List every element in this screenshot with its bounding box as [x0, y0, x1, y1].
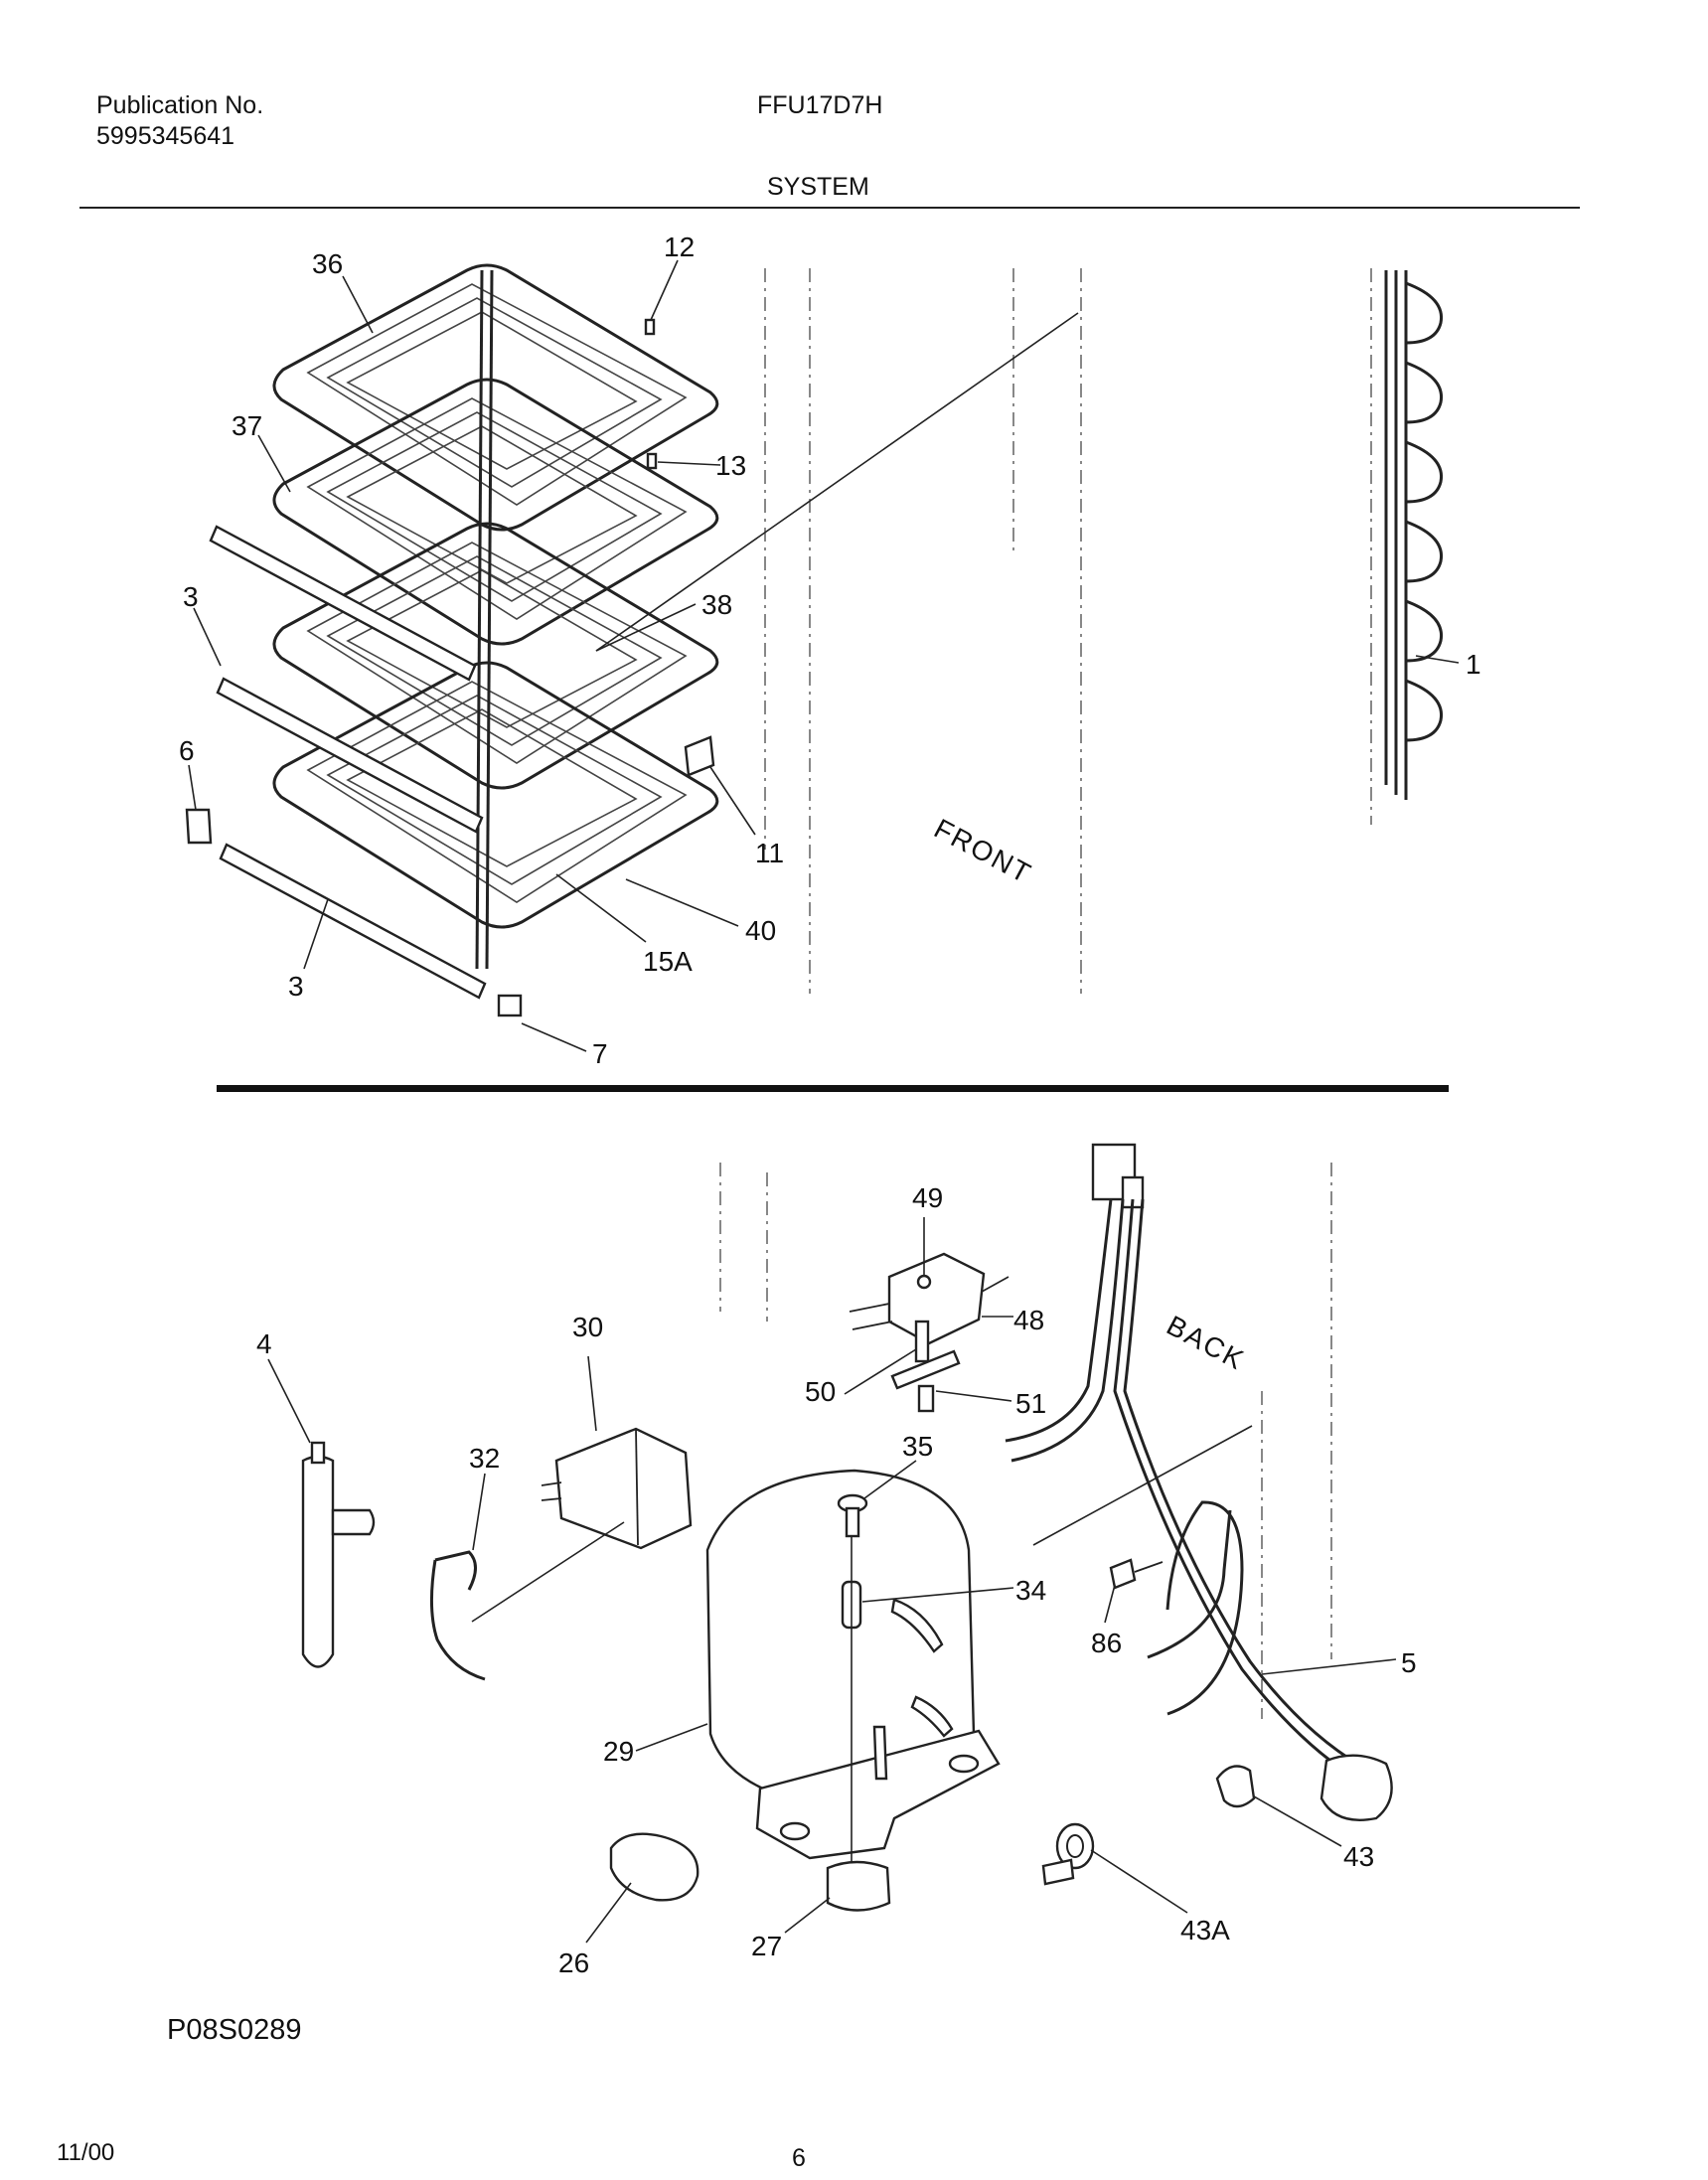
grommet-27 — [826, 1860, 891, 1912]
shelf-rail-lower — [219, 843, 487, 1000]
bracket-6 — [185, 808, 213, 845]
callout-86: 86 — [1091, 1628, 1122, 1658]
upper-callouts: 36 12 37 13 3 38 1 6 11 40 15A 3 7 FRONT — [179, 232, 1481, 1069]
callout-3-upper: 3 — [183, 581, 199, 612]
callout-1: 1 — [1466, 649, 1481, 680]
back-label: BACK — [1162, 1310, 1250, 1376]
clip-13 — [646, 452, 658, 470]
service-valve — [849, 1252, 986, 1413]
cabinet-back-outline — [719, 1163, 1332, 1719]
compressor — [705, 1469, 1001, 1888]
grommet-26 — [609, 1832, 699, 1902]
condenser-coil — [1384, 270, 1444, 800]
cord-clamp-43a — [1041, 1822, 1095, 1886]
cord-clip-43 — [1215, 1765, 1256, 1808]
ground-screw — [1109, 1558, 1164, 1590]
publication-number: 5995345641 — [96, 122, 235, 150]
shelf-37 — [272, 378, 719, 646]
drawing-id: P08S0289 — [167, 2014, 302, 2046]
callout-3-lower: 3 — [288, 971, 304, 1002]
shelf-36 — [272, 263, 719, 532]
clip-12 — [644, 318, 656, 336]
callout-37: 37 — [232, 410, 262, 441]
callout-15a: 15A — [643, 946, 693, 977]
front-label: FRONT — [929, 813, 1037, 889]
cabinet-liner-outline — [764, 268, 1372, 994]
callout-26: 26 — [558, 1947, 589, 1978]
callout-43a: 43A — [1180, 1915, 1230, 1946]
upper-leader-lines — [188, 259, 1460, 1052]
callout-27: 27 — [751, 1931, 782, 1961]
shelf-rail-upper — [209, 525, 477, 682]
section-divider — [217, 1085, 1449, 1092]
callout-30: 30 — [572, 1312, 603, 1342]
page-number: 6 — [792, 2144, 806, 2172]
callout-6: 6 — [179, 735, 195, 766]
callout-50: 50 — [805, 1376, 836, 1407]
callout-51: 51 — [1015, 1388, 1046, 1419]
callout-32: 32 — [469, 1443, 500, 1474]
connecting-tube — [475, 269, 484, 970]
callout-11: 11 — [755, 838, 784, 868]
section-title: SYSTEM — [767, 173, 869, 201]
bracket-11 — [684, 735, 715, 777]
publication-label: Publication No. — [96, 91, 264, 119]
clip-7 — [497, 994, 523, 1017]
lower-leader-lines — [267, 1217, 1397, 1944]
callout-40: 40 — [745, 915, 776, 946]
callout-13: 13 — [715, 450, 746, 481]
screw-49 — [916, 1274, 932, 1290]
callout-35: 35 — [902, 1431, 933, 1462]
callout-4: 4 — [256, 1328, 272, 1359]
callout-7: 7 — [592, 1038, 608, 1069]
callout-12: 12 — [664, 232, 695, 262]
callout-48: 48 — [1013, 1305, 1044, 1335]
shelf-38 — [272, 522, 719, 790]
callout-43: 43 — [1343, 1841, 1374, 1872]
callout-34: 34 — [1015, 1575, 1046, 1606]
revision-date: 11/00 — [57, 2139, 115, 2166]
callout-29: 29 — [603, 1736, 634, 1767]
filter-drier — [301, 1441, 376, 1668]
model-number: FFU17D7H — [757, 91, 883, 119]
callout-36: 36 — [312, 248, 343, 279]
callout-5: 5 — [1401, 1647, 1417, 1678]
callout-49: 49 — [912, 1182, 943, 1213]
shelf-40 — [272, 661, 719, 929]
starter-relay — [541, 1427, 693, 1550]
callout-38: 38 — [701, 589, 732, 620]
shelf-rail-middle — [216, 677, 484, 834]
power-cord — [1005, 1143, 1393, 1821]
header-rule — [79, 207, 1580, 209]
evaporator-shelves — [185, 263, 719, 1017]
overload-clip — [429, 1550, 486, 1681]
